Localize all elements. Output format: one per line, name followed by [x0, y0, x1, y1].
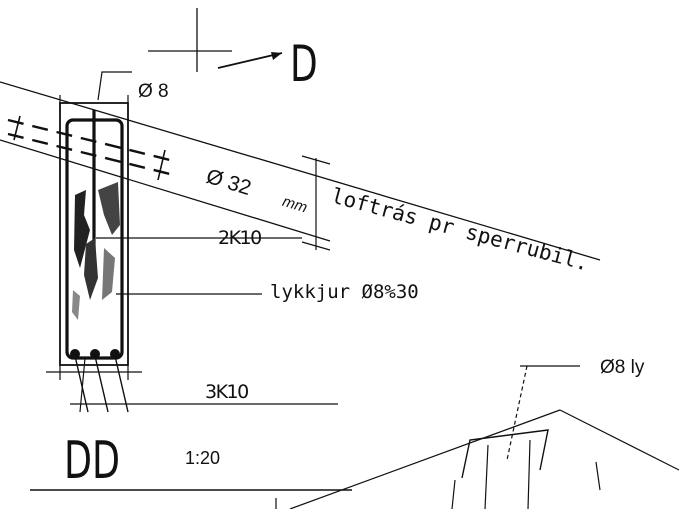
right-beam-edge — [484, 444, 489, 509]
section-cut-marker: D — [148, 8, 318, 94]
rafter-top-line — [0, 81, 601, 261]
hole-diameter-label: Ø 32 — [204, 165, 254, 200]
stirrup-leader — [97, 71, 132, 101]
rafter-outline — [0, 81, 601, 261]
ventilation-hole — [7, 115, 171, 181]
concrete-fill — [72, 182, 120, 320]
stirrup-label: Ø 8 — [138, 81, 169, 102]
bar-leader — [74, 355, 89, 413]
bar-leader — [79, 357, 86, 413]
hole-callout: Ø 32 mm loftrás pr sperrubil. — [204, 155, 592, 276]
beam-outline — [59, 102, 129, 366]
bottom-bar — [90, 349, 100, 359]
top-bars-label: 2K10 — [218, 227, 261, 249]
concrete-patch — [98, 182, 120, 235]
right-dashed-leader — [506, 365, 528, 461]
second-detail: Ø8 ly — [275, 357, 679, 509]
hole-text-group: Ø 32 mm — [204, 165, 310, 217]
hole-dimension-tick — [301, 155, 331, 165]
scale-label: 1:20 — [185, 448, 220, 468]
concrete-patch — [72, 290, 80, 320]
top-bars-callout: 2K10 — [96, 227, 302, 249]
hole-end-tick-left — [13, 115, 21, 141]
right-tick — [595, 461, 601, 491]
bottom-bar — [70, 349, 80, 359]
hole-top-dash — [7, 118, 171, 162]
stirrup-callout: Ø 8 — [97, 71, 169, 102]
bar-leader — [94, 355, 109, 413]
beam-section — [46, 95, 338, 413]
concrete-patch — [102, 248, 115, 300]
right-beam-outline — [461, 429, 549, 479]
right-rafter-line — [289, 409, 561, 509]
right-rafter-line — [559, 409, 679, 471]
hole-note: loftrás pr sperrubil. — [329, 184, 592, 276]
rafter-bottom-line — [0, 139, 331, 242]
section-title: DD — [64, 429, 120, 490]
bottom-bars-label: 3K10 — [205, 381, 248, 403]
links-callout: lykkjur Ø8%30 — [116, 281, 419, 303]
right-label: Ø8 ly — [600, 357, 645, 378]
section-marker-letter: D — [290, 36, 318, 93]
hole-dimension-tick — [301, 241, 331, 251]
bottom-bar — [110, 349, 120, 359]
cut-arrow-line — [217, 52, 283, 69]
right-beam-edge — [451, 479, 456, 509]
concrete-patch — [84, 238, 98, 300]
links-label: lykkjur Ø8%30 — [270, 281, 419, 303]
cut-arrow-head — [271, 52, 282, 60]
hole-end-tick-right — [157, 149, 166, 181]
hole-bottom-dash — [7, 132, 171, 176]
concrete-patch — [74, 190, 90, 268]
bar-leader — [114, 355, 129, 413]
right-beam-edge — [527, 439, 531, 509]
hole-unit-label: mm — [280, 193, 309, 217]
